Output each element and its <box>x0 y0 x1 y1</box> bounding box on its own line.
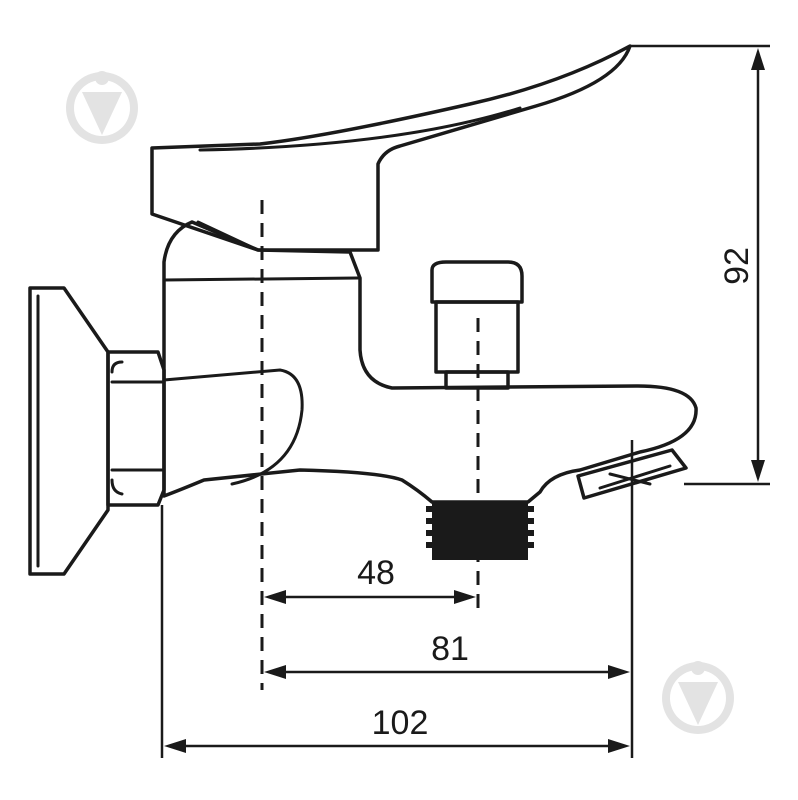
wall-flange <box>28 286 110 576</box>
dimension-92: 92 <box>718 48 765 482</box>
dimension-81: 81 <box>264 630 630 679</box>
dimension-48: 48 <box>264 554 476 604</box>
watermark-logo-top <box>66 71 138 144</box>
dimension-92-label: 92 <box>718 247 756 285</box>
dimension-81-label: 81 <box>431 630 469 668</box>
dimension-48-label: 48 <box>357 554 395 592</box>
dimension-102-label: 102 <box>372 704 429 742</box>
faucet-body <box>162 220 698 504</box>
hex-nut <box>106 350 166 507</box>
lever-handle <box>150 44 632 252</box>
watermark-logo-bottom <box>662 661 734 734</box>
dimension-102: 102 <box>164 704 630 753</box>
threaded-outlet <box>426 502 534 560</box>
shower-outlet <box>576 448 688 500</box>
